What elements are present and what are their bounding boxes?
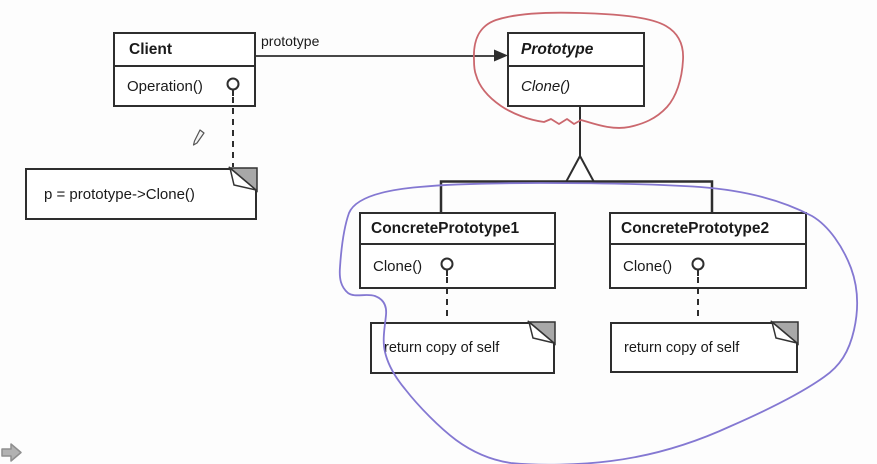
class-box-client: Client Operation() <box>113 32 256 107</box>
note-client-text: p = prototype->Clone() <box>44 185 195 203</box>
class-title-concrete-prototype2: ConcretePrototype2 <box>611 214 805 245</box>
class-title-client: Client <box>115 34 254 67</box>
next-slide-arrow-icon[interactable] <box>1 443 22 462</box>
class-method-prototype: Clone() <box>521 77 571 95</box>
class-box-concrete-prototype1: ConcretePrototype1 Clone() <box>359 212 556 289</box>
arrowhead-icon <box>494 49 508 62</box>
note-client-code: p = prototype->Clone() <box>25 168 257 220</box>
inheritance-triangle-icon <box>564 153 596 183</box>
class-box-concrete-prototype2: ConcretePrototype2 Clone() <box>609 212 807 289</box>
class-box-prototype: Prototype Clone() <box>507 32 645 107</box>
note-concrete2-text: return copy of self <box>624 339 740 356</box>
note-concrete-prototype2: return copy of self <box>610 322 798 373</box>
generalization-connector <box>439 107 714 212</box>
class-method-concrete-prototype1: Clone() <box>373 257 423 275</box>
class-title-prototype: Prototype <box>509 34 643 67</box>
class-method-client: Operation() <box>127 77 203 95</box>
pen-cursor-icon <box>192 129 205 146</box>
association-label: prototype <box>261 33 320 49</box>
association-arrow <box>256 49 508 62</box>
class-method-concrete-prototype2: Clone() <box>623 257 673 275</box>
note-concrete-prototype1: return copy of self <box>370 322 555 374</box>
class-title-concrete-prototype1: ConcretePrototype1 <box>361 214 554 245</box>
note-concrete1-text: return copy of self <box>384 340 500 356</box>
